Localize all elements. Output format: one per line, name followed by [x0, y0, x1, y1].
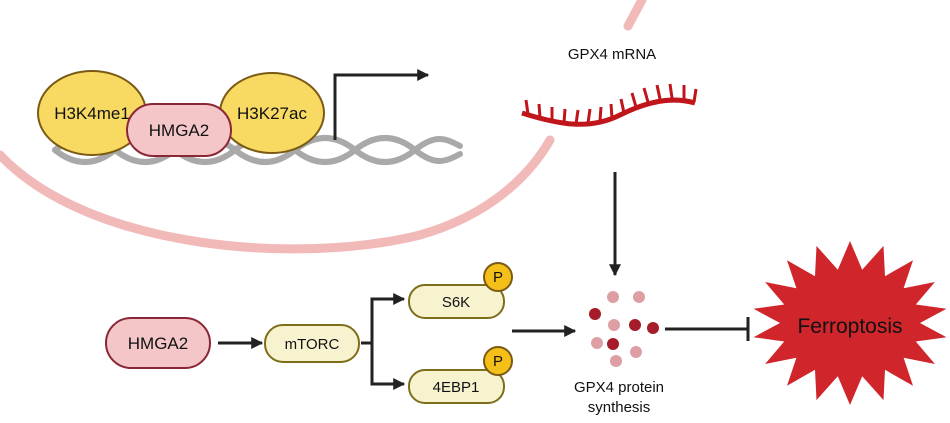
4ebp1-phospho-label: P: [493, 353, 503, 370]
inhibition-line: [665, 317, 750, 341]
4ebp1-phospho-badge: P: [483, 346, 513, 376]
hmga2-chromatin-node: HMGA2: [126, 103, 232, 157]
histone-mark-h3k4me1: H3K4me1: [37, 70, 147, 156]
gpx4-protein-label-line1: GPX4 protein: [574, 379, 664, 396]
transcription-arrow: [333, 69, 430, 140]
ferroptosis-burst: Ferroptosis: [753, 241, 947, 405]
s6k-node-label: S6K: [442, 294, 470, 311]
mtorc-node-label: mTORC: [285, 336, 340, 353]
histone-label-h3k27ac: H3K27ac: [237, 104, 307, 123]
nucleus-membrane-top: [623, 0, 647, 31]
histone-mark-h3k27ac: H3K27ac: [219, 72, 325, 154]
gpx4-mrna-strand: [521, 83, 698, 127]
ferroptosis-label: Ferroptosis: [797, 315, 902, 338]
gpx4-mrna-label: GPX4 mRNA: [568, 46, 656, 63]
gpx4-protein-cluster: [589, 291, 659, 367]
4ebp1-node: 4EBP1: [408, 369, 505, 404]
mtorc-branch-arrows: [361, 293, 406, 390]
hmga2-chromatin-label: HMGA2: [149, 121, 209, 140]
s6k-node: S6K: [408, 284, 505, 319]
s6k-phospho-badge: P: [483, 262, 513, 292]
histone-label-h3k4me1: H3K4me1: [54, 104, 130, 123]
hmga2-node: HMGA2: [105, 317, 211, 369]
nucleus-membrane: [0, 135, 555, 254]
mtorc-node: mTORC: [264, 324, 360, 363]
s6k-phospho-label: P: [493, 269, 503, 286]
gpx4-protein-label-line2: synthesis: [588, 399, 651, 416]
hmga2-node-label: HMGA2: [128, 334, 188, 353]
4ebp1-node-label: 4EBP1: [433, 379, 480, 396]
